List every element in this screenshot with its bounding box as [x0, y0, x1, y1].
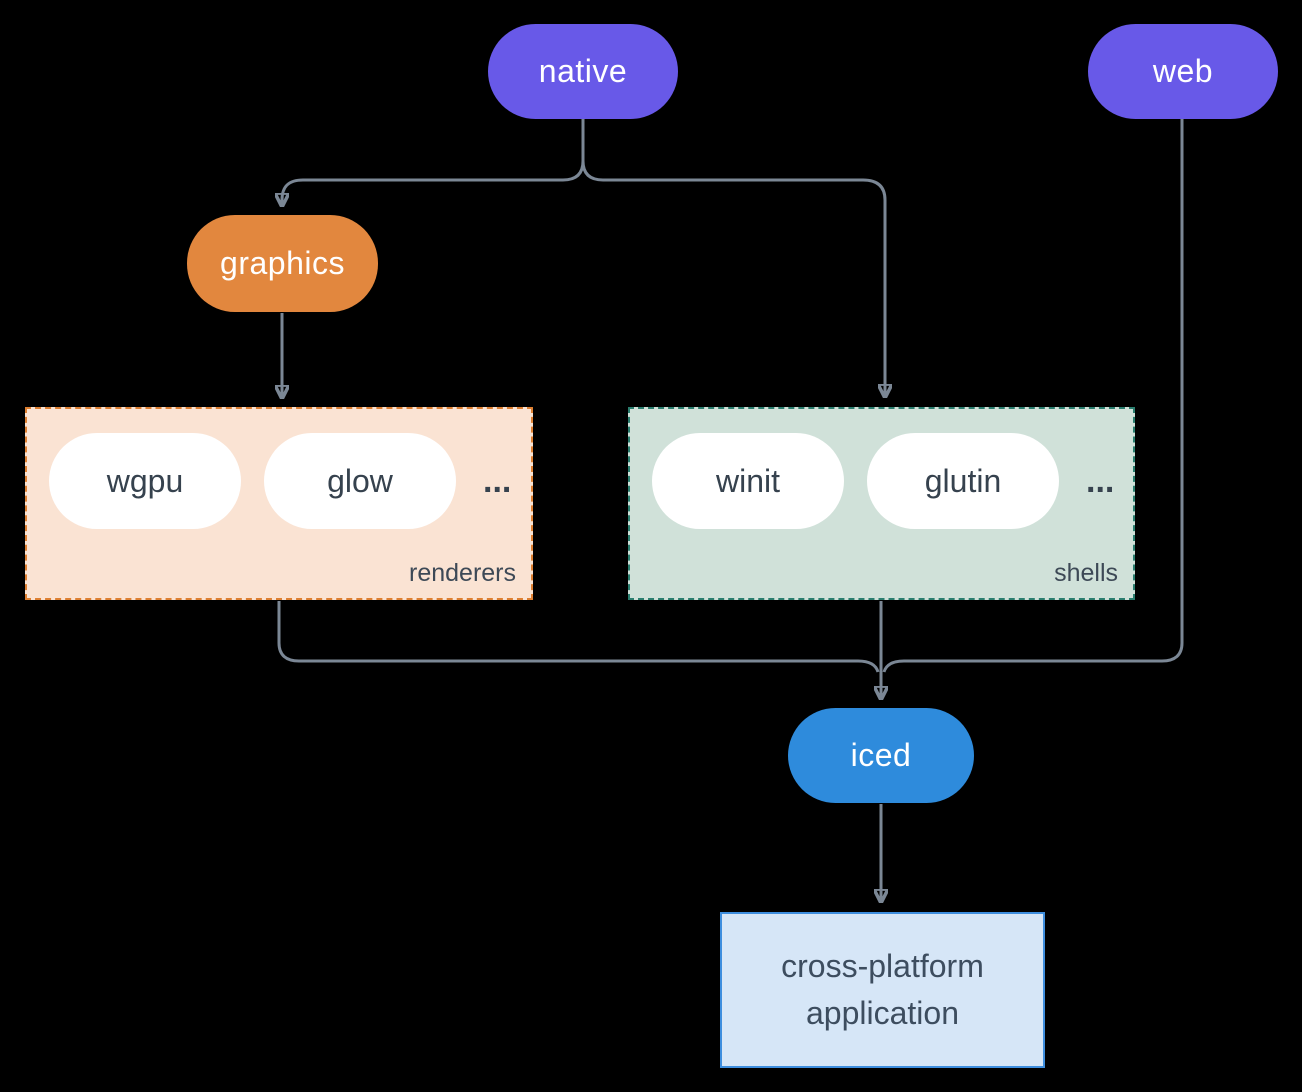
pill-wgpu: wgpu [49, 433, 241, 529]
node-web: web [1088, 24, 1278, 119]
shells-pill-row: winit glutin ... [652, 433, 1114, 529]
renderers-pill-row: wgpu glow ... [49, 433, 511, 529]
shells-ellipsis: ... [1086, 461, 1115, 500]
pill-glow: glow [264, 433, 456, 529]
node-cross-platform-application: cross-platform application [720, 912, 1045, 1068]
node-graphics: graphics [187, 215, 378, 312]
pill-winit: winit [652, 433, 844, 529]
shells-label: shells [1054, 559, 1118, 587]
edge-native-graphics [282, 160, 585, 206]
node-native: native [488, 24, 678, 119]
group-shells: winit glutin ... shells [628, 407, 1135, 600]
edge-renderers-merge [277, 601, 880, 673]
group-renderers: wgpu glow ... renderers [25, 407, 533, 600]
pill-glutin: glutin [867, 433, 1059, 529]
edge-native-shells [581, 160, 885, 397]
renderers-label: renderers [409, 559, 516, 587]
edge-web-merge [882, 119, 1184, 673]
node-iced: iced [788, 708, 974, 803]
renderers-ellipsis: ... [483, 461, 512, 500]
